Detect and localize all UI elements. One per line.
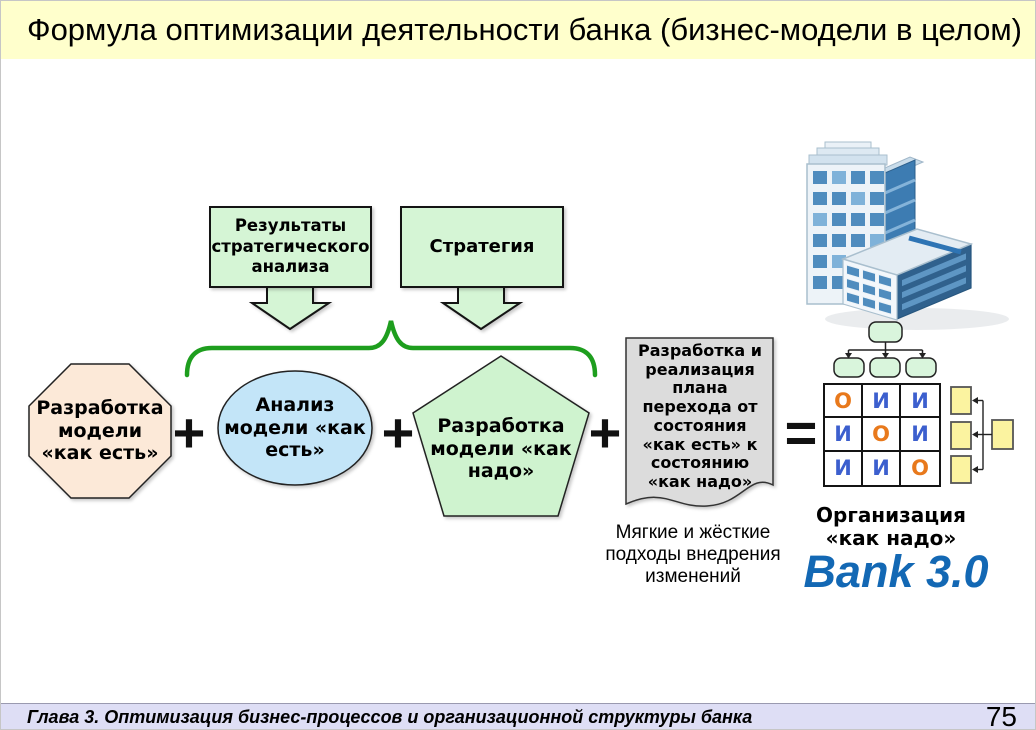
- page-number: 75: [985, 701, 1017, 730]
- org-chart: [833, 321, 937, 378]
- matrix-cell: О: [911, 456, 929, 481]
- plus-operator: +: [172, 400, 206, 464]
- matrix-cell: О: [863, 418, 901, 452]
- plus-operator: +: [588, 400, 622, 464]
- bank30-brand: Bank 3.0: [803, 546, 989, 597]
- plus-operator: +: [381, 400, 415, 464]
- callout-strategic-analysis-results: Результаты стратегического анализа: [209, 206, 372, 288]
- octagon-label: Разработка модели «как есть»: [36, 396, 164, 465]
- document-label: Разработка и реализация плана перехода о…: [638, 341, 762, 492]
- callout-strategy: Стратегия: [400, 206, 564, 288]
- responsibility-matrix: О И И И О И И И О: [823, 383, 941, 487]
- matrix-cell: И: [825, 418, 863, 452]
- title-bar: Формула оптимизации деятельности банка (…: [1, 1, 1035, 59]
- equals-operator: =: [784, 400, 818, 464]
- implementation-note: Мягкие и жёсткие подходы внедрения измен…: [605, 522, 781, 587]
- callout-label: Стратегия: [429, 235, 535, 257]
- down-arrow-icon: [439, 285, 524, 331]
- matrix-cell: И: [901, 418, 939, 452]
- responsibility-links: [950, 386, 1014, 484]
- matrix-cell: О: [825, 385, 863, 419]
- bank-building-illustration: [806, 141, 1009, 330]
- down-arrow-icon: [248, 285, 333, 331]
- footer-bar: Глава 3. Оптимизация бизнес-процессов и …: [1, 701, 1035, 730]
- curly-brace: [184, 320, 598, 378]
- page-title: Формула оптимизации деятельности банка (…: [27, 12, 1022, 47]
- ellipse-label: Анализ модели «как есть»: [224, 393, 366, 462]
- pentagon-label: Разработка модели «как надо»: [430, 414, 572, 483]
- matrix-cell: И: [825, 451, 863, 485]
- callout-label: Результаты стратегического анализа: [211, 216, 370, 277]
- matrix-cell: И: [901, 385, 939, 419]
- chapter-title: Глава 3. Оптимизация бизнес-процессов и …: [27, 707, 753, 727]
- matrix-cell: И: [863, 385, 901, 419]
- organization-to-be-label: Организация «как надо»: [816, 503, 966, 550]
- matrix-cell: И: [863, 451, 901, 485]
